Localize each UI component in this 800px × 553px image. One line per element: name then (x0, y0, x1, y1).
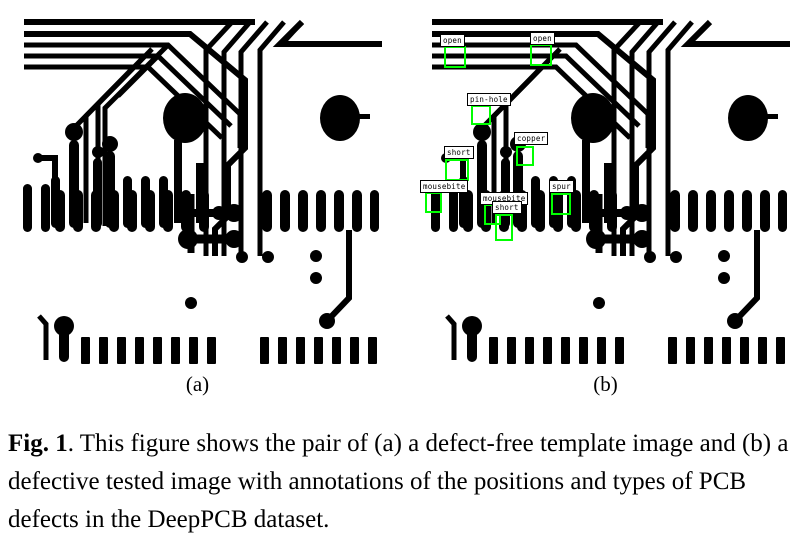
defect-box-short (495, 214, 513, 241)
defect-box-copper (516, 146, 534, 166)
defect-box-pin-hole (471, 105, 491, 125)
defect-box-short (445, 159, 469, 181)
defect-label-short: short (492, 201, 522, 214)
defect-box-spur (551, 193, 571, 215)
defect-label-open: open (440, 34, 465, 47)
defect-box-mousebite (425, 192, 442, 213)
figure-caption-body: . This figure shows the pair of (a) a de… (8, 430, 789, 533)
pcb-svg-b (418, 8, 793, 368)
defect-label-open: open (530, 32, 555, 45)
defect-label-spur: spur (549, 180, 574, 193)
defect-label-short: short (444, 146, 474, 159)
defect-label-copper: copper (514, 132, 549, 145)
defect-box-open (444, 46, 466, 68)
panel-caption-b: (b) (593, 372, 618, 396)
defect-box-open (530, 44, 552, 66)
figure-caption-prefix: Fig. 1 (8, 430, 68, 457)
figure-caption: Fig. 1. This figure shows the pair of (a… (8, 425, 794, 539)
pcb-image-template-a (10, 8, 385, 368)
defect-label-mousebite: mousebite (420, 180, 469, 193)
panel-caption-a: (a) (185, 372, 210, 396)
pcb-svg-a (10, 8, 385, 368)
defect-label-pin-hole: pin-hole (467, 93, 511, 106)
